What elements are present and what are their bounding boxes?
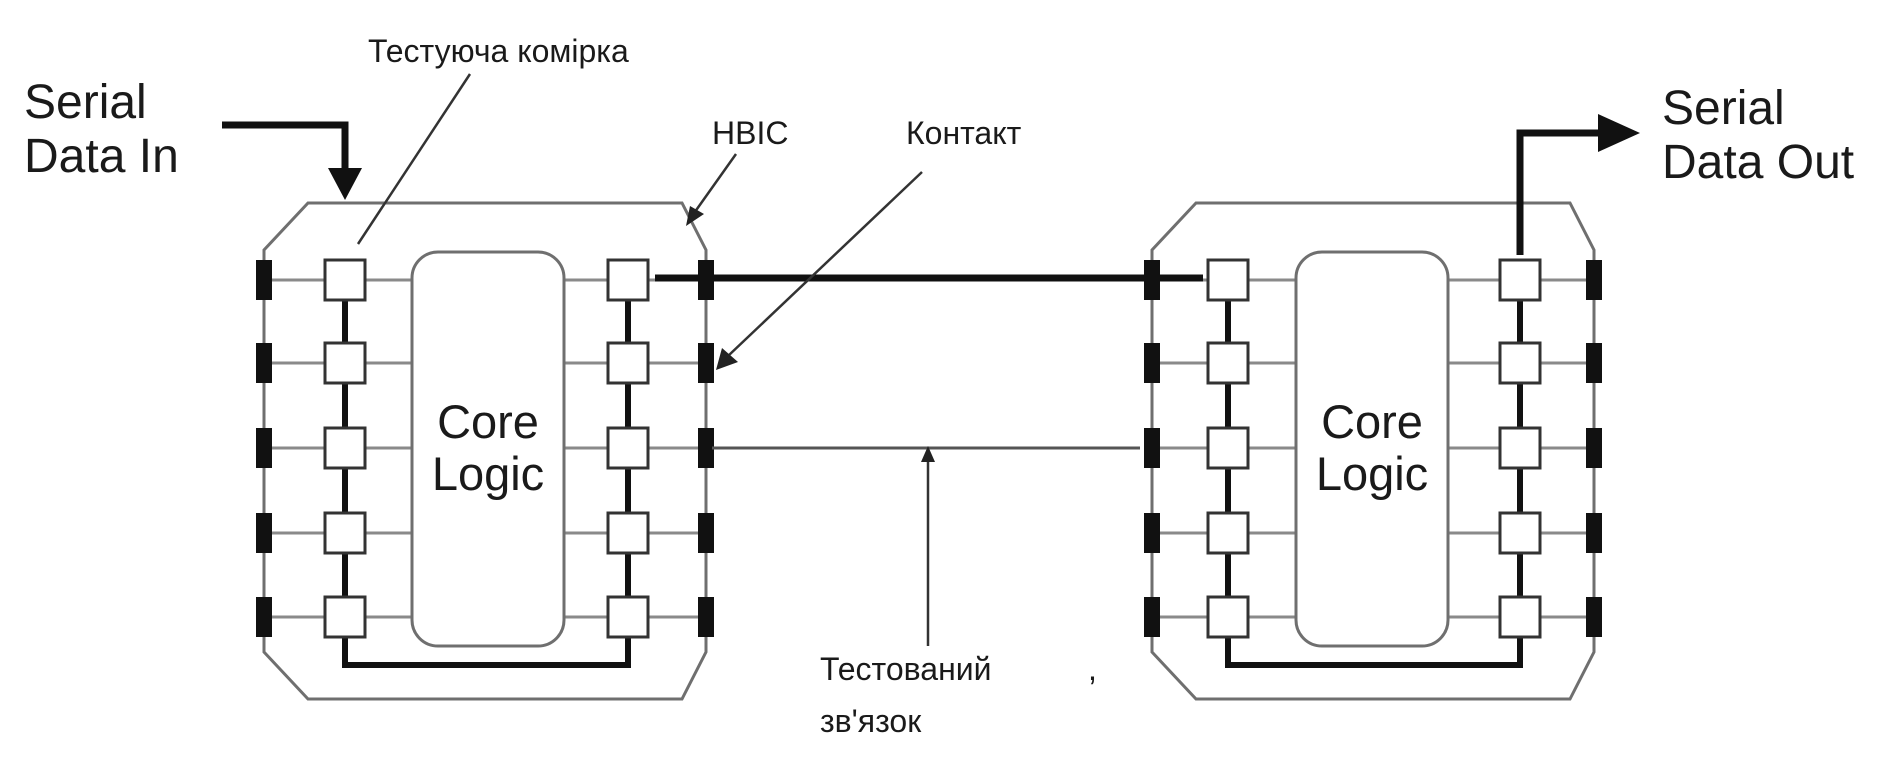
contact-label: Контакт (906, 115, 1022, 151)
left-scan-chain (342, 280, 631, 668)
left-contact-pad-right-5 (698, 597, 714, 637)
left-test-cell-left-2 (323, 341, 367, 385)
right-scan-chain (1225, 280, 1523, 668)
right-test-cell-left-4 (1206, 511, 1250, 555)
left-contact-pad-left-3 (256, 428, 272, 468)
right-contact-pad-left-5 (1144, 597, 1160, 637)
left-contact-pad-right-2 (698, 343, 714, 383)
right-test-cell-right-4 (1498, 511, 1542, 555)
right-chip (1144, 258, 1602, 668)
right-contact-pad-right-4 (1586, 513, 1602, 553)
right-core-label-1: Core (1321, 395, 1423, 448)
left-test-cell-right-2 (606, 341, 650, 385)
left-test-cell-right-3 (606, 426, 650, 470)
left-contact-pad-right-3 (698, 428, 714, 468)
right-test-cell-left-3 (1206, 426, 1250, 470)
right-test-cell-right-5 (1498, 595, 1542, 639)
serial-out-line (1516, 129, 1600, 255)
left-core-label-2: Logic (432, 447, 544, 500)
tested-link-label-1: Тестований (820, 651, 992, 687)
left-test-cell-right-1 (606, 258, 650, 302)
serial-out-arrowhead (1598, 114, 1640, 152)
tested-link-label-2: зв'язок (820, 703, 922, 739)
right-contact-pad-right-3 (1586, 428, 1602, 468)
serial-out-label-2: Data Out (1662, 136, 1854, 189)
right-contact-pad-right-1 (1586, 260, 1602, 300)
serial-in-arrowhead (328, 168, 362, 200)
right-core-label-2: Logic (1316, 447, 1428, 500)
right-test-cell-right-1 (1498, 258, 1542, 302)
right-test-cell-left-2 (1206, 341, 1250, 385)
left-contact-pad-left-4 (256, 513, 272, 553)
left-test-cell-right-4 (606, 511, 650, 555)
test-cell-pointer (356, 73, 472, 245)
hbic-pointer-head (686, 206, 704, 226)
contact-pointer (727, 171, 923, 357)
hbic-label: НВІС (712, 115, 788, 151)
contact-pointer-head (716, 348, 738, 370)
left-chip (256, 258, 714, 668)
serial-in-label-1: Serial (24, 76, 147, 129)
left-test-cell-left-4 (323, 511, 367, 555)
left-contact-pad-left-1 (256, 260, 272, 300)
left-test-cell-left-1 (323, 258, 367, 302)
right-test-cell-right-3 (1498, 426, 1542, 470)
serial-in-line (222, 121, 349, 185)
right-contact-pad-right-2 (1586, 343, 1602, 383)
test-cell-label: Тестуюча комірка (368, 33, 629, 69)
right-contact-pad-right-5 (1586, 597, 1602, 637)
left-test-cell-left-3 (323, 426, 367, 470)
right-test-cell-left-5 (1206, 595, 1250, 639)
right-core-logic-box (1294, 250, 1450, 648)
left-contact-pad-left-5 (256, 597, 272, 637)
left-core-logic-box (410, 250, 566, 648)
hbic-pointer (690, 153, 738, 217)
left-contact-pad-left-2 (256, 343, 272, 383)
serial-out-label-1: Serial (1662, 82, 1785, 135)
right-contact-pad-left-2 (1144, 343, 1160, 383)
left-test-cell-left-5 (323, 595, 367, 639)
right-test-cell-left-1 (1206, 258, 1250, 302)
right-contact-pad-left-3 (1144, 428, 1160, 468)
left-test-cell-right-5 (606, 595, 650, 639)
left-core-label-1: Core (437, 395, 539, 448)
right-contact-pad-left-4 (1144, 513, 1160, 553)
tested-link-pointer-head (921, 446, 935, 462)
right-test-cell-right-2 (1498, 341, 1542, 385)
serial-in-label-2: Data In (24, 130, 179, 183)
left-contact-pad-right-4 (698, 513, 714, 553)
stray-mark: , (1088, 651, 1097, 687)
right-chip-outline (1150, 201, 1596, 701)
